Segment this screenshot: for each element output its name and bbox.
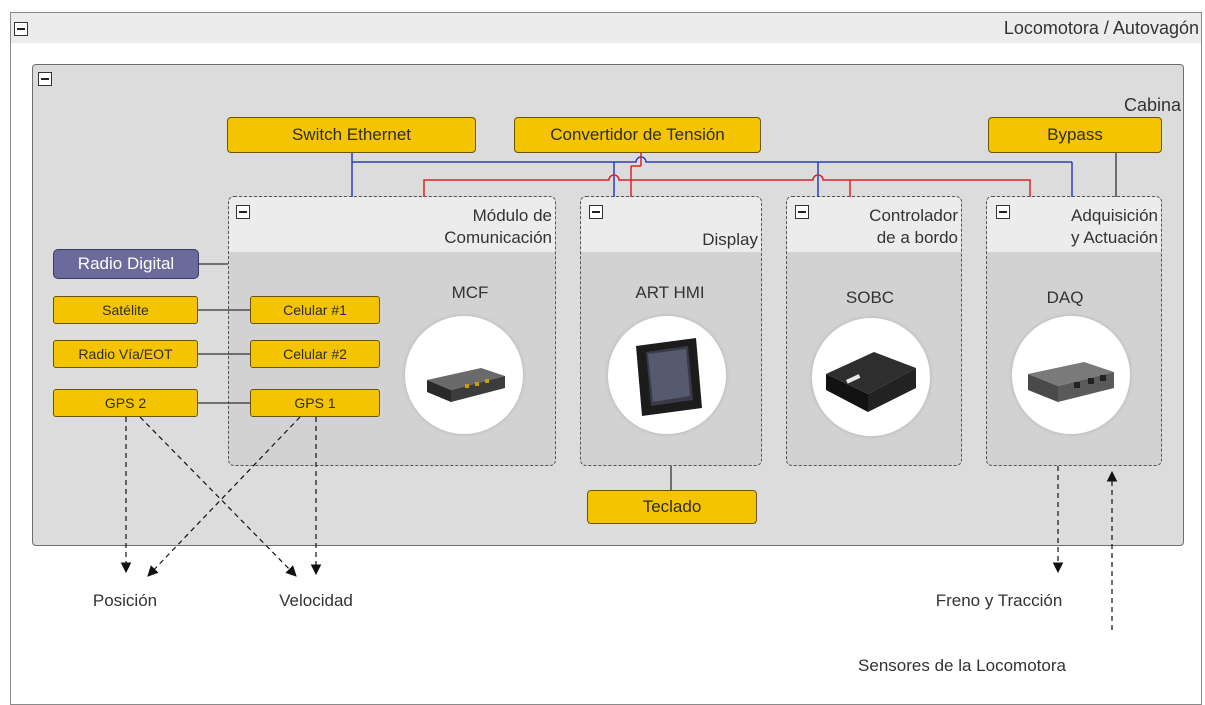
- daq-device-icon: [1028, 362, 1114, 402]
- comunicacion-title-line1: Módulo de: [472, 206, 552, 225]
- ethernet-lines: [351, 153, 1073, 197]
- locomotora-header: [11, 13, 1201, 43]
- collapse-cabina-icon[interactable]: [38, 72, 52, 86]
- adquisicion-title-line1: Adquisición: [1071, 206, 1158, 225]
- locomotora-title: Locomotora / Autovagón: [1003, 18, 1199, 38]
- module-header: [229, 197, 555, 252]
- sobc-image: [812, 318, 930, 436]
- sobc-label: SOBC: [845, 288, 895, 307]
- controlador-title: Controlador de a bordo: [820, 205, 958, 249]
- velocidad-label: Velocidad: [244, 583, 388, 619]
- comunicacion-title-line2: Comunicación: [444, 228, 552, 247]
- satelite-box[interactable]: Satélite: [53, 296, 198, 324]
- posicion-label: Posición: [54, 583, 196, 619]
- adquisicion-title-line2: y Actuación: [1071, 228, 1158, 247]
- mcf-device-icon: [427, 368, 505, 402]
- controlador-title-line1: Controlador: [869, 206, 958, 225]
- gps2-box[interactable]: GPS 2: [53, 389, 198, 417]
- teclado-box[interactable]: Teclado: [587, 490, 757, 524]
- comunicacion-title: Módulo de Comunicación: [380, 205, 552, 249]
- celular2-box[interactable]: Celular #2: [250, 340, 380, 368]
- display-title: Display: [702, 230, 758, 249]
- daq-image: [1012, 316, 1130, 434]
- collapse-controlador-icon[interactable]: [795, 205, 809, 219]
- sobc-device-icon: [826, 352, 916, 412]
- collapse-locomotora-icon[interactable]: [14, 22, 28, 36]
- power-lines: [423, 153, 1031, 197]
- device-links: [198, 153, 1117, 490]
- gps1-box[interactable]: GPS 1: [250, 389, 380, 417]
- display-device-icon: [636, 338, 702, 416]
- convertidor-tension-box[interactable]: Convertidor de Tensión: [514, 117, 761, 153]
- freno-traccion-label: Freno y Tracción: [896, 583, 1102, 619]
- sensores-locomotora-label: Sensores de la Locomotora: [826, 648, 1098, 684]
- module-header: [987, 197, 1161, 252]
- art-hmi-image: [608, 316, 726, 434]
- mcf-label: MCF: [451, 283, 489, 302]
- cabina-title: Cabina: [1123, 95, 1181, 115]
- art-hmi-label: ART HMI: [635, 283, 705, 302]
- module-header: [581, 197, 761, 252]
- module-header: [787, 197, 961, 252]
- mcf-image: [405, 316, 523, 434]
- daq-label: DAQ: [1046, 288, 1084, 307]
- radio-digital-box[interactable]: Radio Digital: [53, 249, 199, 279]
- switch-ethernet-box[interactable]: Switch Ethernet: [227, 117, 476, 153]
- collapse-display-icon[interactable]: [589, 205, 603, 219]
- celular1-box[interactable]: Celular #1: [250, 296, 380, 324]
- collapse-adquisicion-icon[interactable]: [996, 205, 1010, 219]
- dashed-arrows: [120, 416, 1118, 630]
- collapse-comunicacion-icon[interactable]: [236, 205, 250, 219]
- adquisicion-title: Adquisición y Actuación: [1020, 205, 1158, 249]
- radio-via-eot-box[interactable]: Radio Vía/EOT: [53, 340, 198, 368]
- controlador-title-line2: de a bordo: [876, 228, 958, 247]
- bypass-box[interactable]: Bypass: [988, 117, 1162, 153]
